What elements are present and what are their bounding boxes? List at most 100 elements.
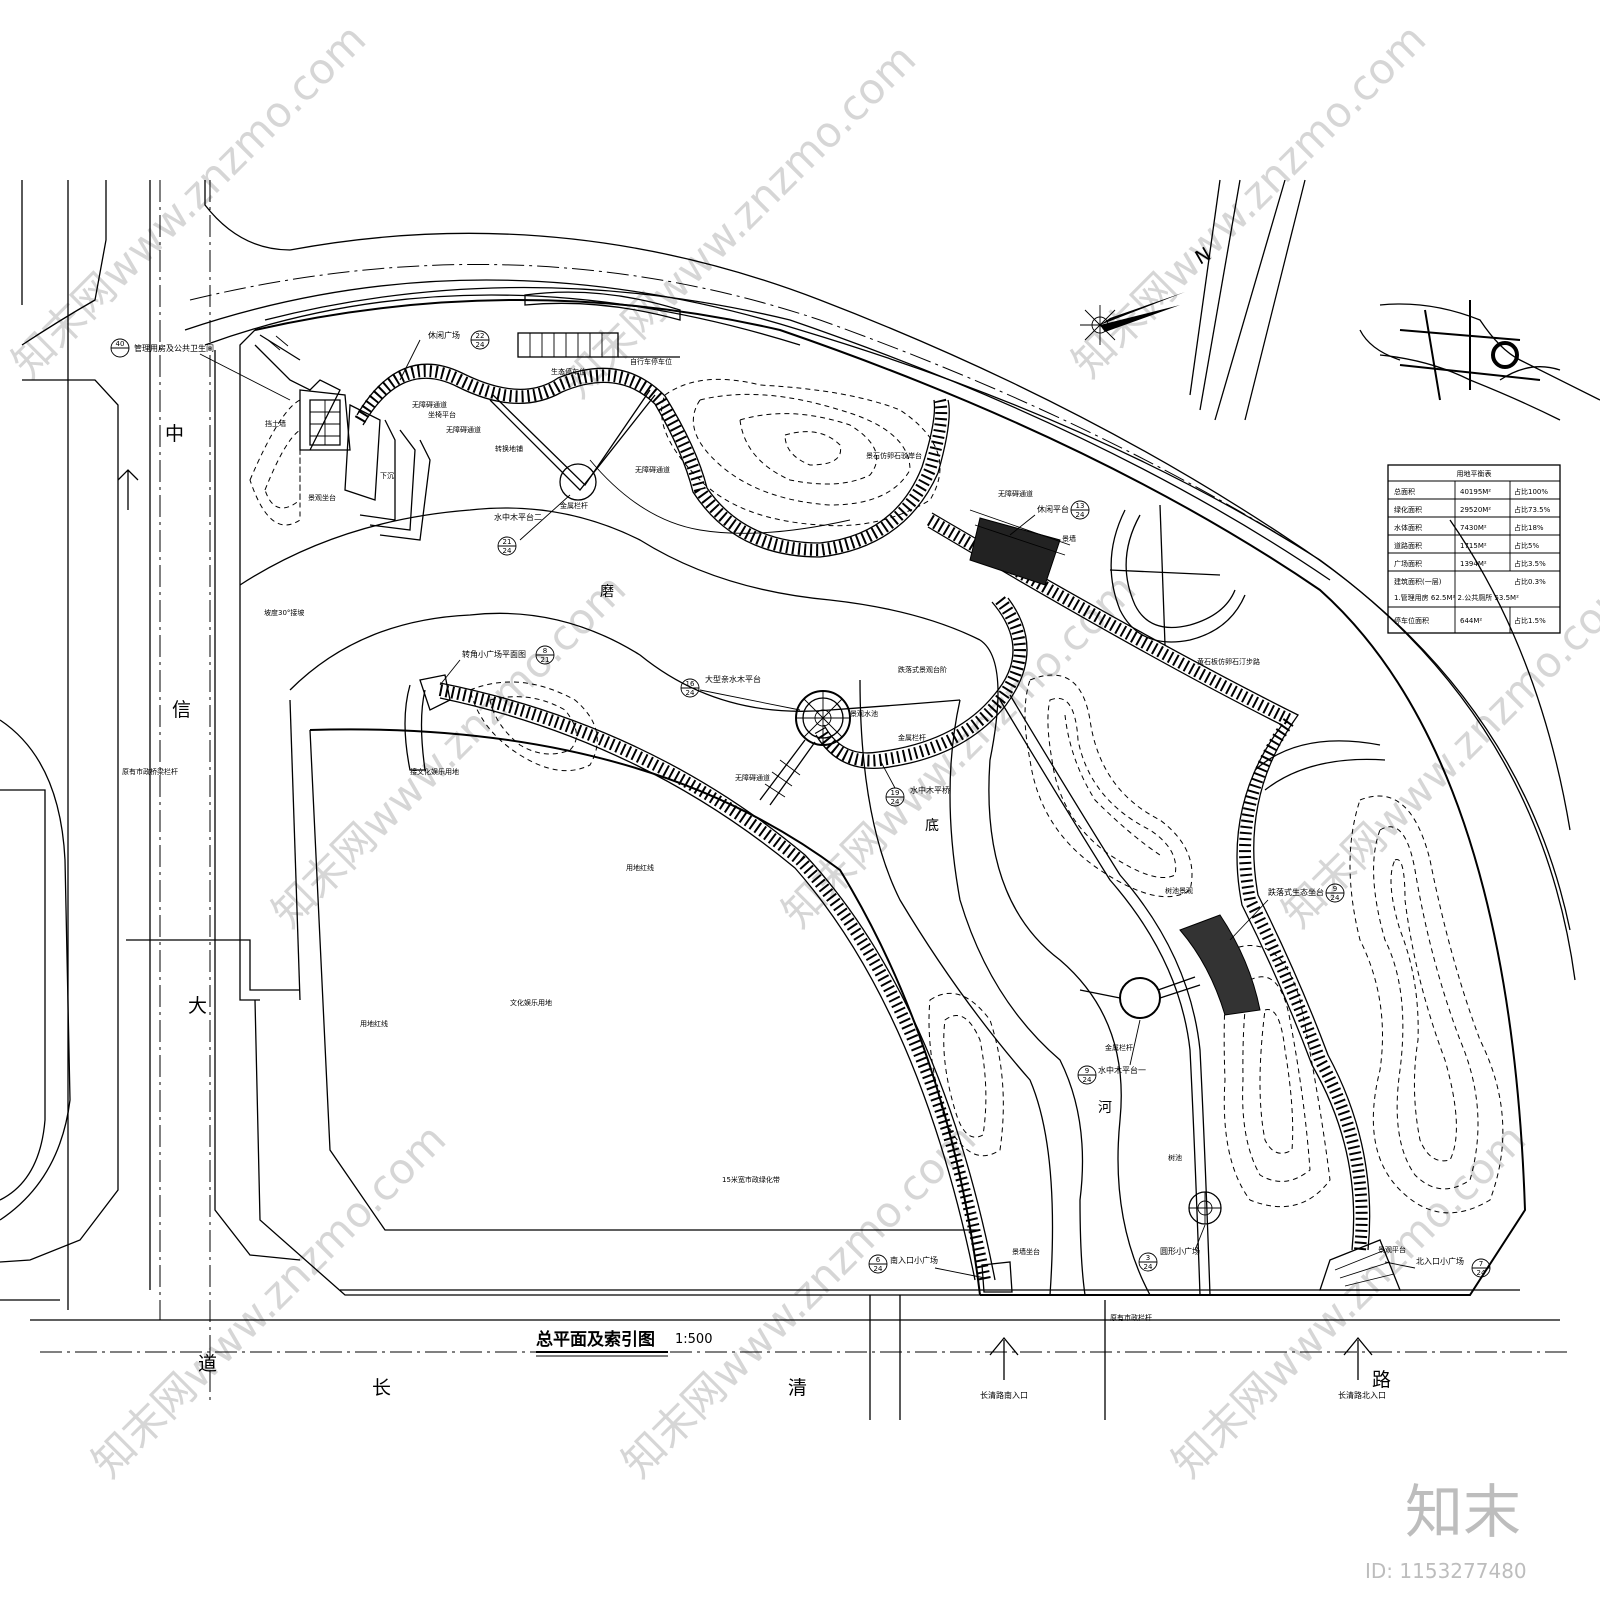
road-char: 道 [198, 1353, 217, 1375]
annotation: 无障碍通道 [998, 489, 1033, 498]
annotation: 下沉 [380, 472, 394, 480]
index-label: 圆形小广场 [1160, 1246, 1200, 1256]
table-cell: 29520M² [1460, 506, 1491, 514]
annotation: 金属栏杆 [1105, 1043, 1133, 1052]
table-cell: 644M² [1460, 617, 1482, 625]
index-sheet: 24 [891, 798, 900, 806]
annotation: 接文化娱乐用地 [410, 767, 459, 776]
parking [517, 291, 681, 358]
table-cell: 1394M² [1460, 560, 1487, 568]
table-cell: 停车位面积 [1394, 616, 1429, 625]
index-number: 13 [1076, 502, 1085, 510]
annotation: 无障碍通道 [412, 400, 447, 409]
context-roads [0, 179, 1576, 1420]
table-cell: 占比0.3% [1514, 577, 1546, 586]
watermark: 知末网www.znzmo.com [2, 14, 375, 387]
index-sheet: 24 [1076, 511, 1085, 519]
table-cell: 占比73.5% [1514, 505, 1551, 514]
contours [249, 378, 1504, 1214]
structures [404, 389, 1401, 1293]
watermark: 知末网www.znzmo.com [1062, 14, 1435, 387]
annotation: 景墙 [1062, 534, 1076, 543]
index-label: 水中木平台一 [1098, 1065, 1146, 1075]
drawing-scale: 1:500 [675, 1332, 712, 1347]
road-char: 清 [788, 1377, 807, 1399]
index-number: 22 [476, 332, 485, 340]
index-sheet: 24 [1477, 1269, 1486, 1277]
index-number: 7 [1479, 1260, 1483, 1268]
annotation: 用地红线 [626, 863, 654, 872]
gate-label-north: 长清路北入口 [1338, 1390, 1386, 1400]
annotation: 无障碍通道 [735, 773, 770, 782]
index-sheet: 24 [1083, 1076, 1092, 1084]
brand-watermark: 知末 ID: 1153277480 [1365, 1478, 1527, 1583]
watermark: 知末网www.znzmo.com [82, 1114, 455, 1487]
index-sheet: 24 [874, 1265, 883, 1273]
index-number: 9 [1333, 885, 1337, 893]
index-number: 16 [686, 680, 695, 688]
table-cell: 建筑面积(一层) [1394, 577, 1442, 586]
small-annotations: 挡土墙 下沉 无障碍通道 景观坐台 无障碍通道 坐椅平台 生态停车位 自行车停车… [122, 357, 1406, 1322]
annotation: 跌落式景观台阶 [898, 665, 947, 674]
drawing-title-block: 总平面及索引图 1:500 [536, 1329, 712, 1357]
annotation: 金属栏杆 [560, 501, 588, 510]
index-label: 管理用房及公共卫生间 [134, 343, 214, 353]
index-number: 40 [116, 340, 125, 348]
annotation: 15米宽市政绿化带 [722, 1175, 780, 1184]
table-cell: 广场面积 [1394, 559, 1422, 568]
index-label: 水中木平桥 [910, 785, 950, 795]
annotation: 转换地铺 [495, 444, 523, 453]
index-sheet: 24 [686, 689, 695, 697]
index-label: 跌落式生态坐台 [1268, 887, 1324, 897]
table-cell: 占比100% [1514, 487, 1548, 496]
watermark: 知末网www.znzmo.com [1162, 1114, 1535, 1487]
table-cell: 1.管理用房 62.5M² 2.公共厕所 53.5M² [1394, 593, 1519, 602]
annotation: 用地红线 [360, 1019, 388, 1028]
annotation: 景观坐台 [308, 493, 336, 502]
index-sheet: 24 [476, 341, 485, 349]
index-number: 19 [891, 789, 900, 797]
index-label: 水中木平台二 [494, 512, 542, 522]
index-sheet: 24 [503, 547, 512, 555]
annotation: 金属栏杆 [898, 733, 926, 742]
index-number: 9 [1085, 1067, 1089, 1075]
index-label: 南入口小广场 [890, 1255, 938, 1265]
index-label: 大型亲水木平台 [705, 674, 761, 684]
drawing-title: 总平面及索引图 [536, 1329, 655, 1350]
index-label: 休闲广场 [428, 330, 460, 340]
road-char: 长 [372, 1377, 391, 1399]
index-number: 6 [876, 1256, 881, 1264]
index-label: 休闲平台 [1037, 504, 1069, 514]
river-char: 磨 [600, 584, 614, 600]
table-cell: 占比3.5% [1514, 559, 1546, 568]
annotation: 景墙坐台 [1012, 1247, 1040, 1256]
watermark: 知末网www.znzmo.com [1272, 564, 1600, 937]
annotation: 黄石板仿卵石汀步路 [1197, 657, 1260, 666]
annotation: 原有市政栏杆 [1110, 1313, 1152, 1322]
table-cell: 1715M² [1460, 542, 1487, 550]
table-cell: 占比18% [1514, 523, 1544, 532]
annotation: 景观平台 [1378, 1245, 1406, 1254]
management-building [254, 334, 431, 541]
annotation: 无障碍通道 [446, 425, 481, 434]
image-id: ID: 1153277480 [1365, 1559, 1527, 1583]
table-cell: 40195M² [1460, 488, 1491, 496]
annotation: 树池景观 [1165, 886, 1193, 895]
table-cell: 7430M² [1460, 524, 1487, 532]
annotation: 景石仿卵石驳岸台 [866, 451, 922, 460]
table-cell: 占比5% [1514, 541, 1539, 550]
annotation: 挡土墙 [265, 419, 286, 428]
annotation: 景观水池 [850, 709, 878, 718]
table-cell: 占比1.5% [1514, 616, 1546, 625]
index-sheet: 24 [1331, 894, 1340, 902]
annotation: 无障碍通道 [635, 465, 670, 474]
key-map [1359, 300, 1600, 421]
river-char: 河 [1098, 1100, 1112, 1116]
road-char: 大 [188, 995, 207, 1017]
index-number: 21 [503, 538, 512, 546]
road-char: 信 [172, 699, 191, 721]
index-label: 转角小广场平面图 [462, 649, 526, 659]
annotation: 坡度30°接坡 [264, 608, 304, 617]
gate-labels: 长清路南入口 长清路北入口 [980, 1390, 1386, 1400]
road-char: 路 [1372, 1369, 1391, 1391]
